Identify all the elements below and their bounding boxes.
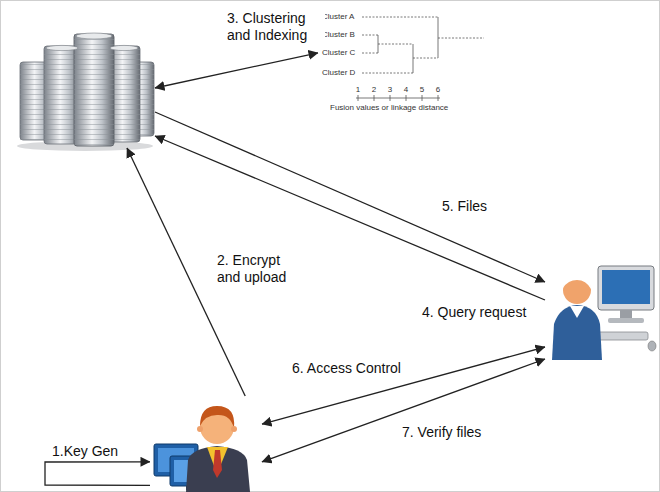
step-label: 6. Access Control (290, 360, 403, 377)
dendrogram-node: Cluster A Cluster B Cluster C Cluster D1 2 3 4… (318, 8, 488, 120)
data-owner-node (150, 396, 262, 490)
connector-arrow (262, 359, 545, 462)
axis-number: 5 (420, 85, 424, 95)
axis-title: Fusion values or linkage distance (330, 103, 448, 113)
step-label: 5. Files (440, 198, 489, 215)
data-owner-icon (154, 406, 250, 492)
cluster-label: Cluster A (322, 12, 354, 22)
user-icon (552, 266, 656, 360)
step-label: 2. Encrypt and upload (215, 252, 303, 286)
step-label: 1.Key Gen (50, 443, 120, 460)
cluster-label: Cluster C (322, 48, 355, 58)
axis-number: 1 (356, 85, 360, 95)
user-icon-node (545, 262, 657, 362)
server-icon-node (15, 28, 155, 148)
connector-arrow (45, 462, 150, 486)
axis-number: 4 (404, 85, 408, 95)
connector-arrow (155, 53, 318, 88)
cluster-label: Cluster B (322, 30, 355, 40)
connector-arrow (155, 136, 545, 300)
step-label: 7. Verify files (400, 424, 483, 441)
step-label: 3. Clustering and Indexing (225, 10, 325, 44)
axis-number: 3 (388, 85, 392, 95)
axis-number: 2 (372, 85, 376, 95)
dendrogram-lines (356, 17, 484, 101)
cluster-label: Cluster D (322, 68, 355, 78)
step-label: 4. Query request (420, 304, 528, 321)
connector-arrow (262, 347, 545, 424)
axis-number: 6 (436, 85, 440, 95)
server-cluster-icon (17, 33, 154, 151)
connector-arrow (155, 112, 545, 282)
